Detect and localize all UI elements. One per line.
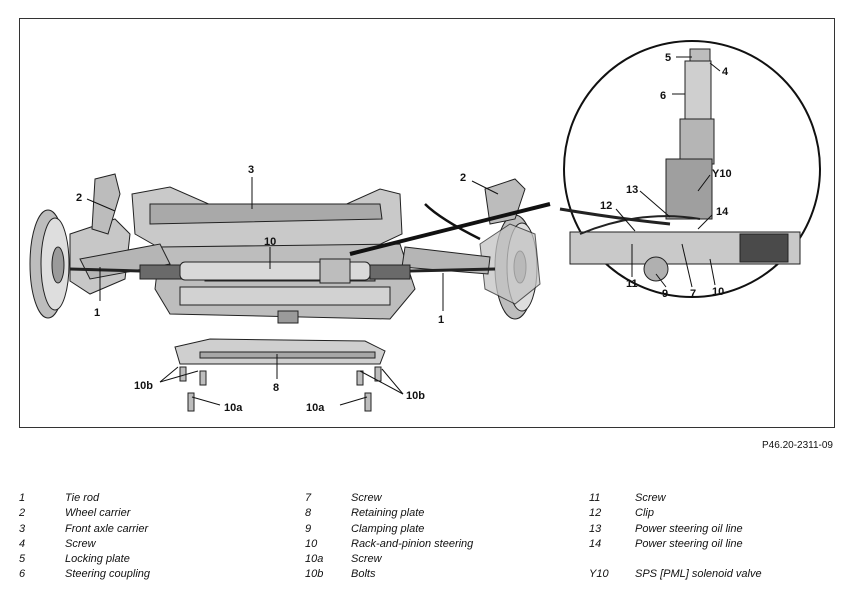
callout-3: 3 (248, 164, 254, 176)
callout-14: 14 (716, 206, 729, 218)
figure-id: P46.20-2311-09 (762, 440, 833, 451)
axle-illustration: 1 1 2 2 3 10 8 10b 10b 10a 10a 5 4 6 Y10… (29, 40, 821, 414)
retaining-plate (174, 338, 386, 365)
callout-12: 12 (600, 200, 612, 212)
callout-y10: Y10 (712, 168, 732, 180)
leader-lines (86, 56, 721, 406)
figure-frame: 1 1 2 2 3 10 8 10b 10b 10a 10a 5 4 6 Y10… (19, 18, 835, 428)
callout-10a-right: 10a (306, 402, 325, 414)
oil-lines (349, 202, 551, 256)
callout-6: 6 (660, 90, 666, 102)
callout-10a-left: 10a (224, 402, 243, 414)
callout-13: 13 (626, 184, 638, 196)
rack-and-pinion-steering (69, 258, 496, 284)
right-wheel-carrier (479, 178, 541, 320)
callout-10b-left: 10b (134, 380, 153, 392)
left-wheel-carrier (29, 173, 131, 319)
callout-7: 7 (690, 288, 696, 300)
callout-10-detail: 10 (712, 286, 724, 298)
callout-2-left: 2 (76, 192, 82, 204)
callout-8: 8 (273, 382, 279, 394)
callout-1-left: 1 (94, 307, 100, 319)
callouts: 1 1 2 2 3 10 8 10b 10b 10a 10a 5 4 6 Y10… (76, 52, 732, 414)
callout-10b-right: 10b (406, 390, 425, 402)
callout-4: 4 (722, 66, 729, 78)
legend-item (589, 553, 762, 568)
detail-inset (559, 40, 821, 298)
callout-10: 10 (264, 236, 276, 248)
bolts (179, 366, 382, 412)
callout-2-right: 2 (460, 172, 466, 184)
callout-5: 5 (665, 52, 671, 64)
callout-1-right: 1 (438, 314, 444, 326)
callout-11: 11 (626, 278, 638, 290)
callout-9: 9 (662, 288, 668, 300)
